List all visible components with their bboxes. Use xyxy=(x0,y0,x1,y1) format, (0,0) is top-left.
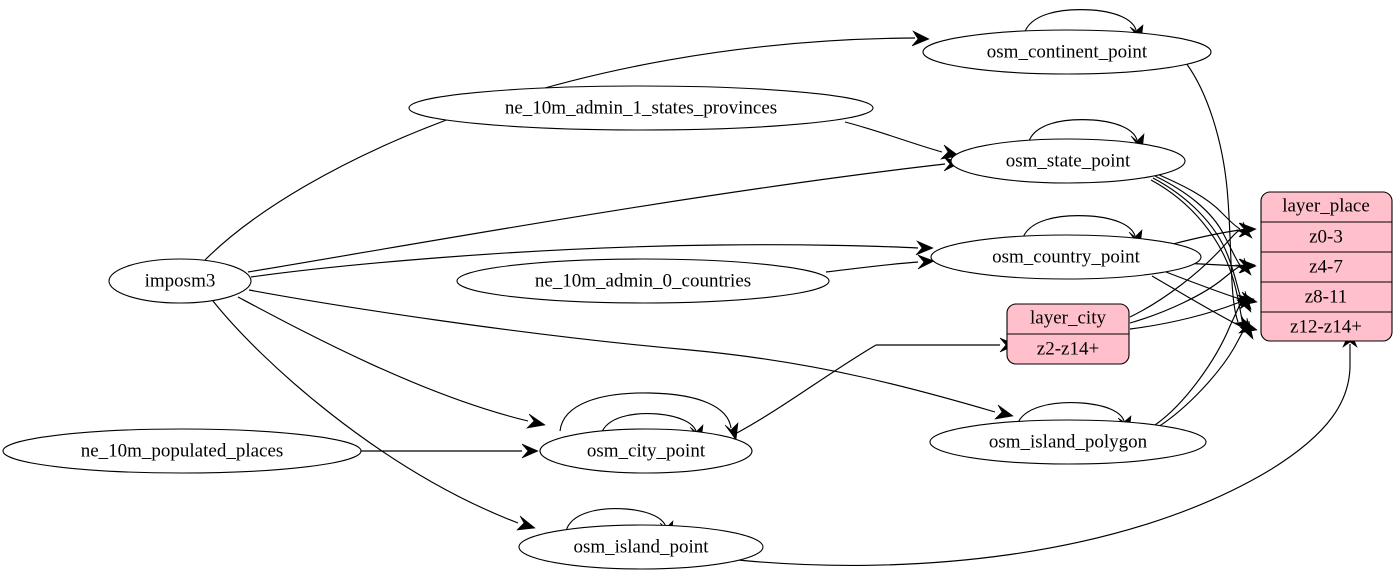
layer-place-row-z4-7: z4-7 xyxy=(1309,256,1343,277)
edge-layer xyxy=(204,9,1358,567)
node-osm-island-polygon[interactable]: osm_island_polygon xyxy=(929,419,1207,465)
arrowhead-icon xyxy=(915,240,934,256)
edge-osm-island-polygon-to-layer-place-z8-11 xyxy=(1154,300,1243,426)
node-osm-state-point[interactable]: osm_state_point xyxy=(950,138,1186,184)
self-loop-osm-continent-point xyxy=(1023,9,1137,35)
node-osm-country-point[interactable]: osm_country_point xyxy=(930,234,1202,280)
layer-place-title: layer_place xyxy=(1282,195,1370,216)
node-label-ne-populated: ne_10m_populated_places xyxy=(81,440,284,461)
edge-osm-island-polygon-to-layer-place-z12-z14 xyxy=(1157,327,1246,428)
self-loop-outer-osm-city-point xyxy=(559,392,732,432)
node-shape-ellipse xyxy=(929,419,1207,465)
arrowhead-icon xyxy=(521,443,539,459)
edge-layer-city-to-layer-place-z8-11 xyxy=(1129,301,1241,330)
self-loop-inner-osm-city-point xyxy=(600,413,697,435)
node-label-osm-island-point: osm_island_point xyxy=(573,536,709,557)
node-layer: imposm3 ne_10m_admin_1_states_provinces … xyxy=(2,29,1212,570)
self-loop-osm-island-polygon xyxy=(1016,402,1125,426)
arrowhead-icon xyxy=(1238,258,1256,274)
node-shape-ellipse xyxy=(922,29,1212,75)
edge-imposm3-to-osm-state-point xyxy=(247,163,946,273)
layer-city-title: layer_city xyxy=(1030,307,1106,328)
edge-osm-city-point-feeder xyxy=(734,344,877,435)
arrowhead-icon xyxy=(516,515,536,531)
node-shape-ellipse xyxy=(518,524,764,570)
node-shape-ellipse xyxy=(539,428,753,474)
edge-osm-island-point-to-layer-place-z12-z14 xyxy=(737,344,1351,567)
node-ne-10m-populated-places[interactable]: ne_10m_populated_places xyxy=(2,428,362,474)
arrowhead-icon xyxy=(1238,222,1256,238)
edge-imposm3-to-osm-city-point xyxy=(237,296,529,422)
node-ne-10m-admin-0-countries[interactable]: ne_10m_admin_0_countries xyxy=(456,258,830,304)
edge-osm-country-point-to-layer-place-z0-3 xyxy=(1168,229,1241,246)
arrowhead-icon xyxy=(911,30,930,47)
edge-osm-state-point-to-layer-place-z0-3 xyxy=(1156,173,1241,230)
edge-layer-city-to-layer-place-z4-7 xyxy=(1129,265,1241,324)
node-osm-island-point[interactable]: osm_island_point xyxy=(518,524,764,570)
node-label-osm-continent-point: osm_continent_point xyxy=(987,41,1148,62)
node-shape-ellipse xyxy=(2,428,362,474)
edge-imposm3-to-osm-country-point xyxy=(250,244,919,278)
edge-osm-continent-point-to-layer-place-z12 xyxy=(1185,62,1239,323)
arrowhead-icon xyxy=(526,413,546,429)
arrowhead-icon xyxy=(724,422,739,441)
arrowhead-icon xyxy=(994,404,1014,420)
node-osm-city-point[interactable]: osm_city_point xyxy=(539,428,753,474)
arrowhead-icon xyxy=(1239,320,1254,340)
self-loop-osm-country-point xyxy=(1021,215,1136,241)
edge-layer-city-to-layer-place-z0-3 xyxy=(1129,229,1241,318)
edge-ne-countries-to-osm-country-point xyxy=(825,261,919,273)
edge-osm-state-point-to-layer-place-z4-7 xyxy=(1154,175,1241,266)
node-osm-continent-point[interactable]: osm_continent_point xyxy=(922,29,1212,75)
node-label-osm-city-point: osm_city_point xyxy=(587,440,706,461)
node-layer-city[interactable]: layer_city z2-z14+ xyxy=(1006,303,1130,365)
layer-place-row-z0-3: z0-3 xyxy=(1309,226,1343,247)
arrowhead-icon xyxy=(917,254,935,270)
edge-ne-states-to-osm-state-point xyxy=(844,121,943,153)
node-shape-ellipse xyxy=(456,258,830,304)
node-label-ne-states: ne_10m_admin_1_states_provinces xyxy=(505,97,777,118)
self-loop-osm-state-point xyxy=(1027,119,1138,145)
edge-osm-state-point-to-layer-place-z8-11 xyxy=(1152,177,1242,299)
edge-osm-state-point-to-layer-place-z12-z14 xyxy=(1150,179,1244,326)
node-imposm3[interactable]: imposm3 xyxy=(108,258,252,304)
node-label-osm-country-point: osm_country_point xyxy=(992,246,1140,267)
node-shape-ellipse xyxy=(930,234,1202,280)
layer-place-row-z8-11: z8-11 xyxy=(1305,286,1348,307)
node-label-osm-island-polygon: osm_island_polygon xyxy=(989,431,1148,452)
node-shape-ellipse xyxy=(950,138,1186,184)
layer-place-row-z12-z14: z12-z14+ xyxy=(1290,316,1362,337)
node-label-imposm3: imposm3 xyxy=(145,270,216,291)
edge-imposm3-to-osm-island-polygon xyxy=(248,289,996,413)
edge-imposm3-to-osm-island-point xyxy=(212,300,519,524)
node-shape-ellipse xyxy=(108,258,252,304)
edge-imposm3-to-osm-continent-point xyxy=(204,37,916,261)
arrowhead-icon xyxy=(1236,293,1252,313)
node-layer-place[interactable]: layer_place z0-3 z4-7 z8-11 z12-z14+ xyxy=(1260,191,1393,342)
node-label-ne-countries: ne_10m_admin_0_countries xyxy=(535,270,751,291)
node-label-osm-state-point: osm_state_point xyxy=(1006,150,1131,171)
node-shape-ellipse xyxy=(408,85,874,131)
layer-place-box xyxy=(1260,191,1393,342)
node-ne-10m-admin-1-states-provinces[interactable]: ne_10m_admin_1_states_provinces xyxy=(408,85,874,131)
edge-osm-country-point-to-layer-place-z8-11 xyxy=(1165,271,1241,300)
layer-city-row-z2-z14: z2-z14+ xyxy=(1037,338,1099,359)
self-loop-osm-island-point xyxy=(565,508,667,532)
